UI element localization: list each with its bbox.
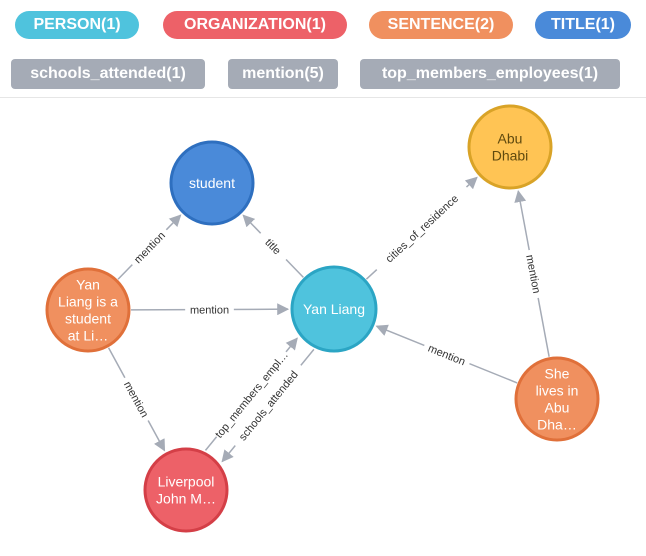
node-type-legend: PERSON(1) ORGANIZATION(1) SENTENCE(2) TI… <box>0 0 646 50</box>
node-student[interactable]: student <box>169 140 255 226</box>
node-circle[interactable] <box>290 265 378 353</box>
node-circle[interactable] <box>467 104 553 190</box>
node-label: Abu <box>545 400 570 416</box>
edge-label: mention <box>426 343 467 369</box>
edge-label-bg <box>211 347 292 442</box>
edge-sentence2-abu_dhabi[interactable]: mention <box>514 190 550 357</box>
node-circle[interactable] <box>514 356 600 442</box>
node-label: Abu <box>498 131 523 147</box>
legend-chip-mention[interactable]: mention(5) <box>228 59 338 89</box>
edge-sentence1-student[interactable]: mention <box>117 214 182 280</box>
graph-canvas[interactable]: mention mention mention title cities_of_resi… <box>0 98 646 556</box>
edge-label: mention <box>121 380 150 420</box>
node-label: Liverpool <box>158 474 215 490</box>
legend-chip-top-members-employees[interactable]: top_members_employees(1) <box>360 59 620 89</box>
node-label: She <box>545 366 570 382</box>
node-circle[interactable] <box>45 267 131 353</box>
edge-label: mention <box>523 254 542 295</box>
edge-label-bg <box>421 338 473 371</box>
node-label: John M… <box>156 491 216 507</box>
edge-label-bg <box>118 374 155 424</box>
edge-label: mention <box>132 230 168 266</box>
node-label: lives in <box>536 383 579 399</box>
node-circle[interactable] <box>169 140 255 226</box>
node-label: Yan Liang <box>303 301 365 317</box>
edge-label: cities_of_residence <box>384 193 461 266</box>
edge-label-bg <box>229 360 307 450</box>
node-label: Dhabi <box>492 148 529 164</box>
legend-chip-schools-attended[interactable]: schools_attended(1) <box>11 59 205 89</box>
edge-label-bg <box>255 228 292 265</box>
node-yan-liang[interactable]: Yan Liang <box>290 265 378 353</box>
edge-sentence2-yan_liang[interactable]: mention <box>375 324 518 384</box>
edge-label-bg <box>127 224 172 270</box>
node-label: student <box>189 175 235 191</box>
relationship-type-legend: schools_attended(1) mention(5) top_membe… <box>0 49 646 98</box>
edge-label-bg <box>522 248 546 300</box>
node-label: at Li… <box>68 328 108 344</box>
node-label: student <box>65 311 111 327</box>
edge-sentence1-yan_liang[interactable]: mention <box>130 302 290 317</box>
edge-yan_liang-abu_dhabi[interactable]: cities_of_residence <box>365 176 478 280</box>
legend-chip-person[interactable]: PERSON(1) <box>15 11 139 39</box>
node-circle[interactable] <box>143 447 229 533</box>
node-label: Liang is a <box>58 294 118 310</box>
legend-chip-title[interactable]: TITLE(1) <box>535 11 631 39</box>
edge-label-bg <box>185 302 234 317</box>
edge-label: mention <box>190 304 229 316</box>
legend-chip-sentence[interactable]: SENTENCE(2) <box>369 11 513 39</box>
legend-chip-organization[interactable]: ORGANIZATION(1) <box>163 11 347 39</box>
edge-sentence1-liverpool[interactable]: mention <box>107 347 166 452</box>
node-label: Yan <box>76 277 100 293</box>
edge-label-bg <box>372 181 472 275</box>
edge-yan_liang-student[interactable]: title <box>242 214 304 278</box>
node-label: Dha… <box>537 417 577 433</box>
